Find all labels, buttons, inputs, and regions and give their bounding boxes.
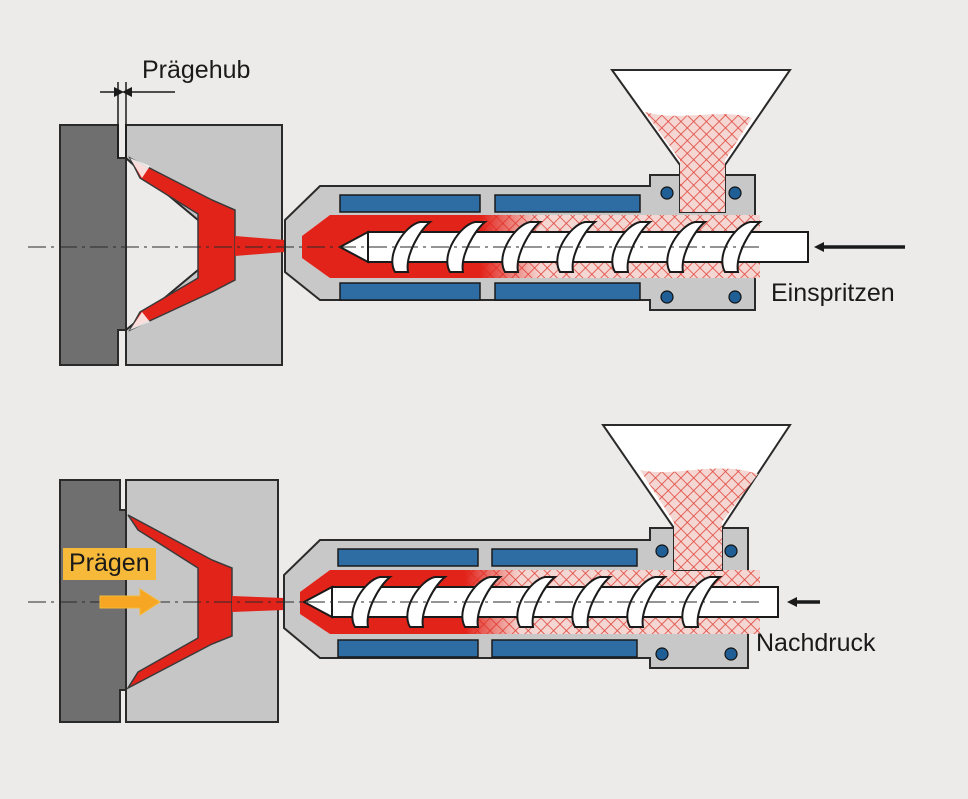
heater-band: [494, 282, 641, 301]
top-assembly: [28, 69, 905, 366]
stroke-label: Prägehub: [142, 56, 251, 84]
cooling-hole: [660, 290, 674, 304]
inject-label: Einspritzen: [771, 279, 895, 307]
heater-band: [491, 639, 638, 658]
emboss-arrow: [99, 588, 161, 616]
cavity-bottom: [125, 514, 233, 690]
heater-band: [494, 194, 641, 213]
cooling-hole: [728, 186, 742, 200]
heater-band: [337, 639, 479, 658]
bottom-assembly: [28, 424, 820, 723]
sprue-top: [235, 236, 285, 256]
cooling-hole: [655, 544, 669, 558]
cooling-hole: [724, 544, 738, 558]
mold-fixed-half-top: [59, 124, 127, 366]
emboss-label: Prägen: [63, 548, 156, 580]
hold-label: Nachdruck: [756, 629, 876, 657]
heater-band: [339, 282, 481, 301]
sprue-bottom: [232, 596, 285, 612]
heater-band: [491, 548, 638, 567]
cooling-hole: [728, 290, 742, 304]
cooling-hole: [655, 647, 669, 661]
heater-band: [339, 194, 481, 213]
cooling-hole: [724, 647, 738, 661]
heater-band: [337, 548, 479, 567]
cooling-hole: [660, 186, 674, 200]
